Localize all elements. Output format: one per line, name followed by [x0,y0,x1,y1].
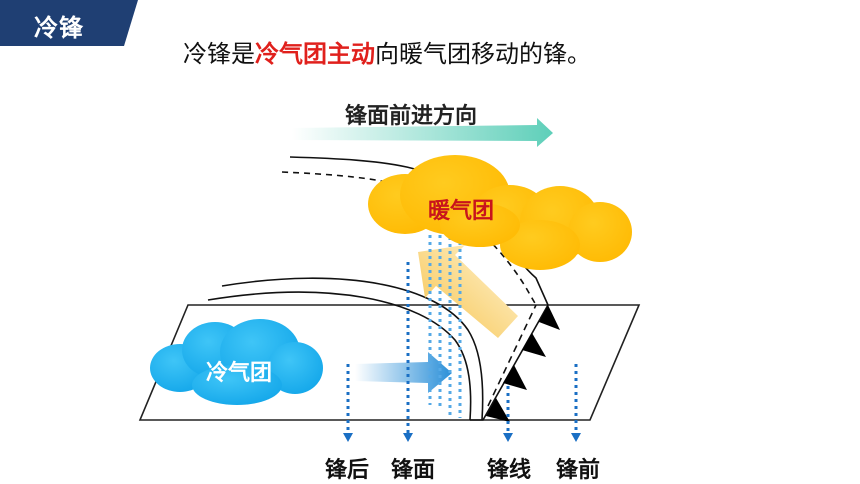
behind-front-label: 锋后 [325,458,370,483]
definition-part2: 向暖气团移动的锋。 [375,40,591,68]
definition-highlight: 冷气团主动 [255,40,375,68]
advance-direction-arrow [292,118,553,147]
cold-air-cloud [150,319,323,405]
warm-air-cloud [368,155,632,270]
cold-wedge-curve-1 [207,291,472,421]
front-surface-label: 锋面 [391,458,436,483]
cold-front-triangles [486,305,560,422]
label-pointer-heads [343,433,581,442]
definition-part1: 冷锋是 [183,40,255,68]
cold-air-mass-label: 冷气团 [206,361,273,386]
label-pointer-lines [346,262,578,435]
cold-wedge-curve-2 [221,277,484,421]
advance-direction-label: 锋面前进方向 [345,104,478,129]
ahead-front-label: 锋前 [556,458,601,483]
warm-air-mass-label: 暖气团 [428,199,495,224]
cold-air-advance-arrow [355,352,452,393]
warm-air-rising-arrow [418,245,518,338]
section-header: 冷锋 [0,0,138,46]
definition-sentence: 冷锋是冷气团主动向暖气团移动的锋。 [183,34,591,69]
section-title: 冷锋 [34,14,84,42]
rain-dotted-lines [428,230,462,418]
front-line-label: 锋线 [487,458,532,483]
header-background [0,0,138,46]
front-line-dashed [487,304,537,407]
